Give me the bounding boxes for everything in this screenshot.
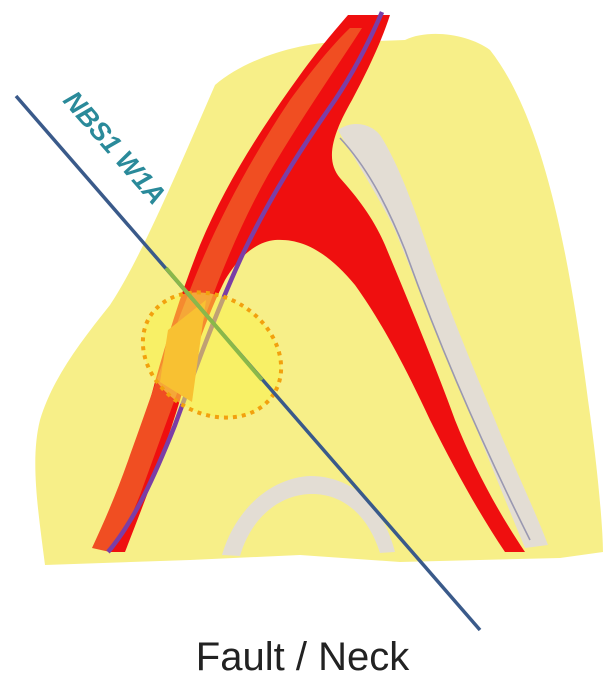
well-label: NBS1 W1A bbox=[57, 85, 171, 210]
diagram-caption: Fault / Neck bbox=[0, 632, 605, 682]
